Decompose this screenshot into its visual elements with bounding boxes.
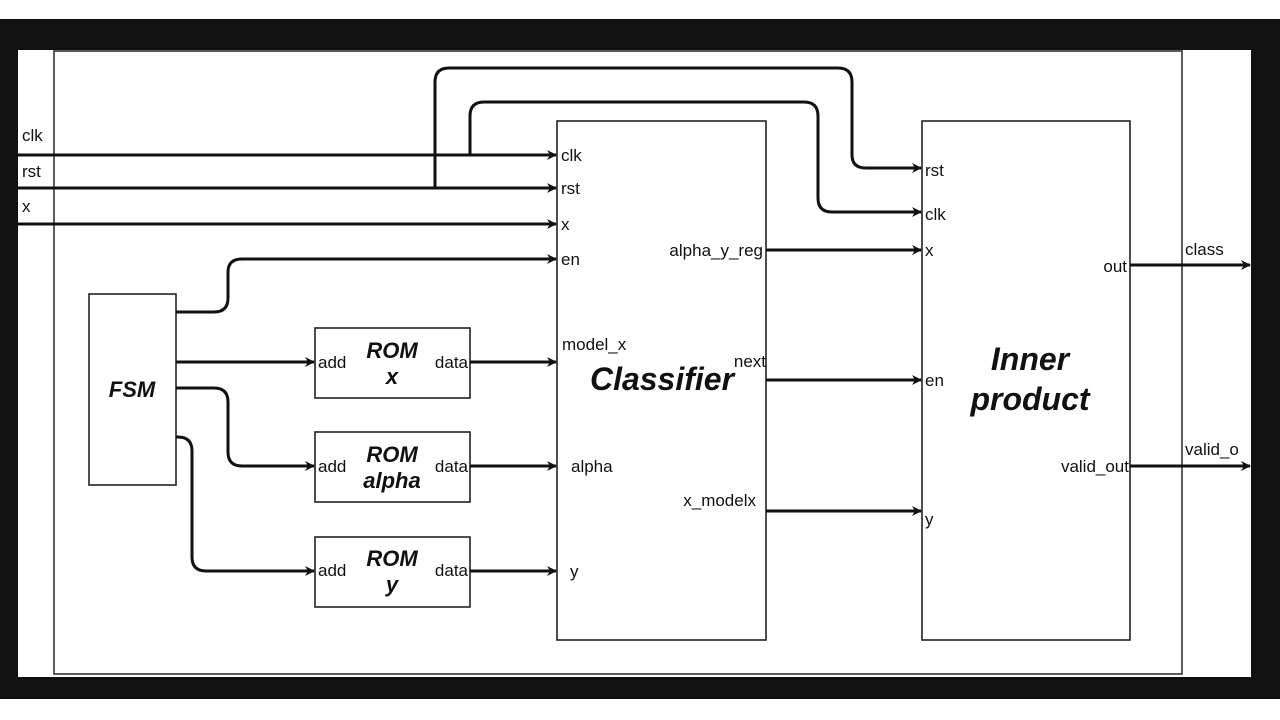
inner-product-port-clk: clk (925, 205, 946, 224)
classifier-port-x-modelx: x_modelx (683, 491, 756, 510)
rom-x-data-port: data (435, 353, 469, 372)
wire-rst-to-inner-product (433, 66, 922, 188)
wire-clk-to-inner-product (468, 100, 922, 217)
rom-y-data-port: data (435, 561, 469, 580)
inner-product-port-en: en (925, 371, 944, 390)
inner-product-title-line1: Inner (991, 341, 1071, 377)
rom-alpha-title: ROM (366, 442, 418, 467)
classifier-block[interactable] (556, 120, 767, 641)
inner-product-port-valid-out: valid_out (1061, 457, 1129, 476)
wire-fsm-to-rom-alpha (176, 386, 315, 471)
classifier-port-en: en (561, 250, 580, 269)
classifier-title: Classifier (590, 361, 736, 397)
classifier-port-y: y (570, 562, 579, 581)
inner-product-block[interactable] (921, 120, 1131, 641)
input-label-clk: clk (22, 126, 43, 145)
classifier-port-alpha: alpha (571, 457, 613, 476)
classifier-port-rst: rst (561, 179, 580, 198)
output-label-class: class (1185, 240, 1224, 259)
classifier-port-x: x (561, 215, 570, 234)
wire-fsm-to-classifier-en (176, 254, 557, 314)
rom-y-add-port: add (318, 561, 346, 580)
rom-x-add-port: add (318, 353, 346, 372)
rom-x-block[interactable] (314, 327, 471, 399)
rom-x-title: ROM (366, 338, 418, 363)
classifier-port-alpha-y-reg: alpha_y_reg (669, 241, 763, 260)
inner-product-port-x: x (925, 241, 934, 260)
inner-product-title-line2: product (969, 381, 1090, 417)
rom-y-subtitle: y (385, 572, 400, 597)
rom-y-block[interactable] (314, 536, 471, 608)
input-label-x: x (22, 197, 31, 216)
fsm-block[interactable] (88, 293, 177, 486)
fsm-title: FSM (109, 377, 156, 402)
rom-y-title: ROM (366, 546, 418, 571)
inner-product-port-out: out (1103, 257, 1127, 276)
classifier-port-model-x: model_x (562, 335, 627, 354)
output-label-valid: valid_o (1185, 440, 1239, 459)
rom-alpha-add-port: add (318, 457, 346, 476)
inner-product-port-rst: rst (925, 161, 944, 180)
classifier-port-next: next (734, 352, 766, 371)
wire-fsm-to-rom-y (176, 435, 315, 576)
inner-product-port-y: y (925, 510, 934, 529)
rom-x-subtitle: x (385, 364, 399, 389)
top-module-boundary (53, 50, 1183, 675)
rom-alpha-data-port: data (435, 457, 469, 476)
rom-alpha-block[interactable] (314, 431, 471, 503)
outer-frame-bottom-edge (0, 677, 1280, 699)
classifier-port-clk: clk (561, 146, 582, 165)
input-label-rst: rst (22, 162, 41, 181)
outer-frame-right-edge (1251, 19, 1280, 699)
rom-alpha-subtitle: alpha (363, 468, 420, 493)
